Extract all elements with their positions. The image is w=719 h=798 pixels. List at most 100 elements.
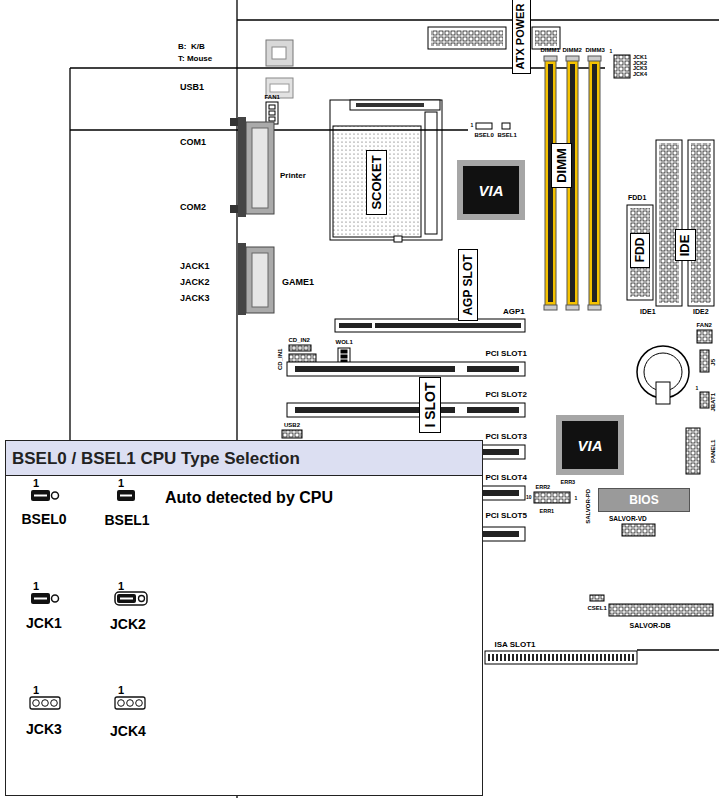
part-label: GAME1	[282, 278, 314, 288]
isa-slot	[485, 651, 637, 664]
cpu-socket	[333, 126, 421, 237]
fan-header	[269, 117, 275, 121]
bsel-jumpers	[502, 123, 510, 129]
serial-printer-connector	[252, 128, 268, 208]
atx-power-connector	[428, 27, 506, 49]
bsel-jumpers	[476, 123, 510, 129]
jumper-closed-1-2	[31, 593, 50, 604]
part-label: Printer	[280, 172, 306, 181]
battery	[656, 382, 670, 404]
jumper-closed-1-2	[31, 593, 59, 604]
part-label: DIMM2	[563, 47, 582, 54]
jumper-label: 1	[33, 478, 39, 489]
dimm-slots	[592, 64, 597, 302]
bios-chip: BIOS	[598, 488, 690, 512]
game-audio-connector	[238, 243, 246, 315]
jumper-closed	[117, 490, 135, 501]
agp-slot	[335, 319, 525, 332]
isa-slot	[488, 654, 634, 661]
part-label: COM1	[180, 138, 206, 148]
dimm-slots	[544, 56, 601, 310]
pci-slots	[287, 403, 525, 417]
jumper-closed	[120, 495, 132, 497]
chipset: VIA	[556, 415, 624, 475]
jumper-closed-1-2	[115, 592, 147, 605]
floppy-ide-connectors	[627, 205, 653, 300]
jumper-open	[33, 700, 40, 707]
fan-header	[266, 102, 278, 124]
title-band: BSEL0 / BSEL1 CPU Type Selection	[6, 441, 482, 476]
node-text: FDD	[634, 238, 646, 263]
part-label: AGP1	[503, 308, 525, 317]
dimm-slots	[588, 305, 601, 310]
dimm-slots	[588, 56, 601, 61]
node-text: BSEL0 / BSEL1 CPU Type Selection	[12, 450, 300, 467]
part-label: JCK4	[633, 71, 647, 77]
part-label: 1	[575, 496, 578, 502]
misc-headers	[622, 524, 655, 536]
socket-label: SCOKET	[366, 150, 387, 215]
jumper-closed-1-2	[34, 495, 47, 497]
serial-printer-connector	[230, 205, 238, 213]
connector-label: FDD	[630, 233, 650, 268]
keyboard-mouse-connector	[266, 40, 293, 66]
part-label: SALVOR-VD	[609, 515, 647, 522]
dimm-slots	[544, 56, 557, 61]
dimm-slots	[566, 56, 579, 61]
floppy-ide-connectors	[627, 140, 714, 306]
part-label: JBAT1	[709, 393, 716, 412]
jumper-closed-1-2	[139, 596, 145, 602]
serial-printer-connector	[230, 117, 274, 217]
part-label: FAN2	[697, 322, 712, 329]
board-outline	[637, 649, 719, 650]
jumper-open	[127, 700, 134, 707]
jumper-label: BSEL0	[22, 512, 67, 526]
misc-headers	[590, 595, 604, 601]
board-outline	[237, 19, 719, 20]
jumper-label: Auto detected by CPU	[165, 490, 333, 506]
part-label: PCI SLOT3	[486, 433, 527, 442]
part-label: IDE1	[640, 308, 656, 316]
fan-header	[269, 105, 275, 109]
node-text: I SLOT	[423, 382, 437, 427]
jumper-open	[115, 697, 145, 709]
jumper-closed-1-2	[31, 490, 50, 501]
keyboard-mouse-connector	[266, 40, 293, 66]
part-label: IDE2	[693, 308, 709, 316]
part-label: SALVOR-DB	[630, 622, 671, 630]
connector-label: IDE	[675, 229, 696, 261]
cd-wol-headers	[341, 350, 347, 353]
part-label: JCK3	[633, 65, 647, 71]
pci-slots	[467, 407, 519, 413]
jumper-open	[118, 700, 125, 707]
jumper-open	[115, 697, 145, 709]
misc-headers	[609, 604, 713, 616]
jumper-label: JCK2	[110, 617, 146, 631]
battery	[637, 346, 689, 404]
jumper-closed	[117, 490, 135, 501]
serial-printer-connector	[246, 122, 274, 214]
part-label: JCK1	[633, 54, 647, 60]
pci-slots	[295, 366, 455, 372]
part-label: BSEL1	[498, 132, 517, 139]
connector-label: ATX POWER	[512, 0, 531, 74]
jumper-label: 1	[33, 685, 39, 696]
agp-slot	[339, 323, 521, 328]
part-label: USB1	[180, 83, 204, 93]
jumper-label: JCK1	[26, 616, 62, 630]
atx-power-connector	[428, 27, 560, 49]
part-label: DIMM1	[541, 47, 560, 54]
chipset: VIA	[457, 160, 525, 220]
serial-printer-connector	[238, 117, 246, 217]
game-audio-connector	[238, 243, 274, 315]
part-label: JACK3	[180, 294, 210, 304]
part-label: CD_IN2	[289, 337, 310, 344]
panel-header	[686, 428, 700, 474]
floppy-ide-connectors	[656, 140, 682, 306]
cpu-socket	[330, 100, 442, 240]
part-label: BSEL0	[475, 132, 494, 139]
jumper-closed-1-2	[34, 598, 47, 600]
agp-slot	[335, 319, 525, 332]
jumper-label: 1	[118, 478, 124, 489]
